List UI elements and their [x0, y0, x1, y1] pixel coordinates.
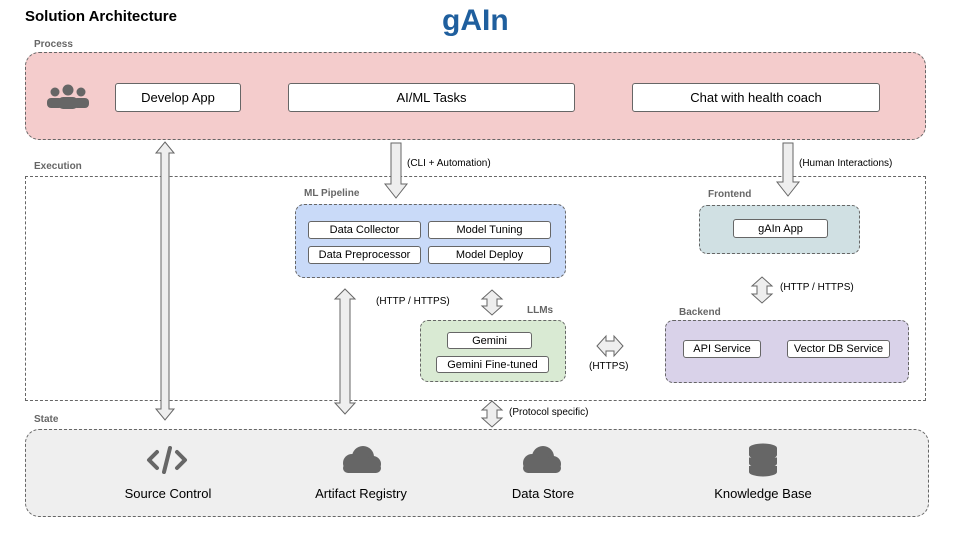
vector-db-service-box: Vector DB Service: [787, 340, 890, 358]
connector-label-human: (Human Interactions): [799, 158, 893, 169]
state-label-artifact-registry: Artifact Registry: [315, 486, 407, 501]
data-preprocessor-box: Data Preprocessor: [308, 246, 421, 264]
section-label-process: Process: [34, 39, 73, 50]
cloud-icon: [338, 444, 384, 481]
connector-label-http-frontend: (HTTP / HTTPS): [780, 282, 854, 293]
develop-app-box: Develop App: [115, 83, 241, 112]
logo: gAIn: [442, 4, 509, 37]
code-icon: [145, 444, 189, 481]
double-arrow-llms-backend: [596, 334, 624, 358]
state-label-knowledge-base: Knowledge Base: [714, 486, 812, 501]
double-arrow-frontend-backend: [750, 276, 774, 304]
chat-health-coach-box: Chat with health coach: [632, 83, 880, 112]
double-arrow-pipeline-llms: [480, 289, 504, 316]
backend-label: Backend: [679, 307, 721, 318]
gemini-box: Gemini: [447, 332, 532, 349]
ml-pipeline-panel: [295, 204, 566, 278]
frontend-label: Frontend: [708, 189, 752, 200]
llms-label: LLMs: [527, 305, 554, 316]
connector-label-http-pipeline: (HTTP / HTTPS): [376, 296, 450, 307]
aiml-tasks-box: AI/ML Tasks: [288, 83, 575, 112]
connector-label-cli: (CLI + Automation): [407, 158, 491, 169]
state-label-data-store: Data Store: [511, 486, 575, 501]
execution-container: [25, 176, 926, 401]
ml-pipeline-label: ML Pipeline: [304, 188, 360, 199]
section-label-state: State: [34, 414, 59, 425]
arrow-aiml-pipeline: [383, 142, 409, 199]
arrow-chat-frontend: [775, 142, 801, 197]
cloud-icon: [518, 444, 564, 481]
database-icon: [747, 443, 779, 482]
double-arrow-execution-state: [480, 400, 504, 428]
connector-label-protocol: (Protocol specific): [509, 407, 589, 418]
gemini-fine-tuned-box: Gemini Fine-tuned: [436, 356, 549, 373]
model-deploy-box: Model Deploy: [428, 246, 551, 264]
page-title: Solution Architecture: [25, 8, 177, 25]
data-collector-box: Data Collector: [308, 221, 421, 239]
api-service-box: API Service: [683, 340, 761, 358]
gain-app-box: gAIn App: [733, 219, 828, 238]
model-tuning-box: Model Tuning: [428, 221, 551, 239]
double-arrow-develop-source: [154, 141, 176, 421]
state-panel: [25, 429, 929, 517]
section-label-execution: Execution: [34, 161, 82, 172]
users-group-icon: [46, 84, 90, 115]
state-label-source-control: Source Control: [124, 486, 212, 501]
connector-label-https: (HTTPS): [589, 361, 629, 372]
double-arrow-pipeline-artifact: [333, 288, 357, 415]
